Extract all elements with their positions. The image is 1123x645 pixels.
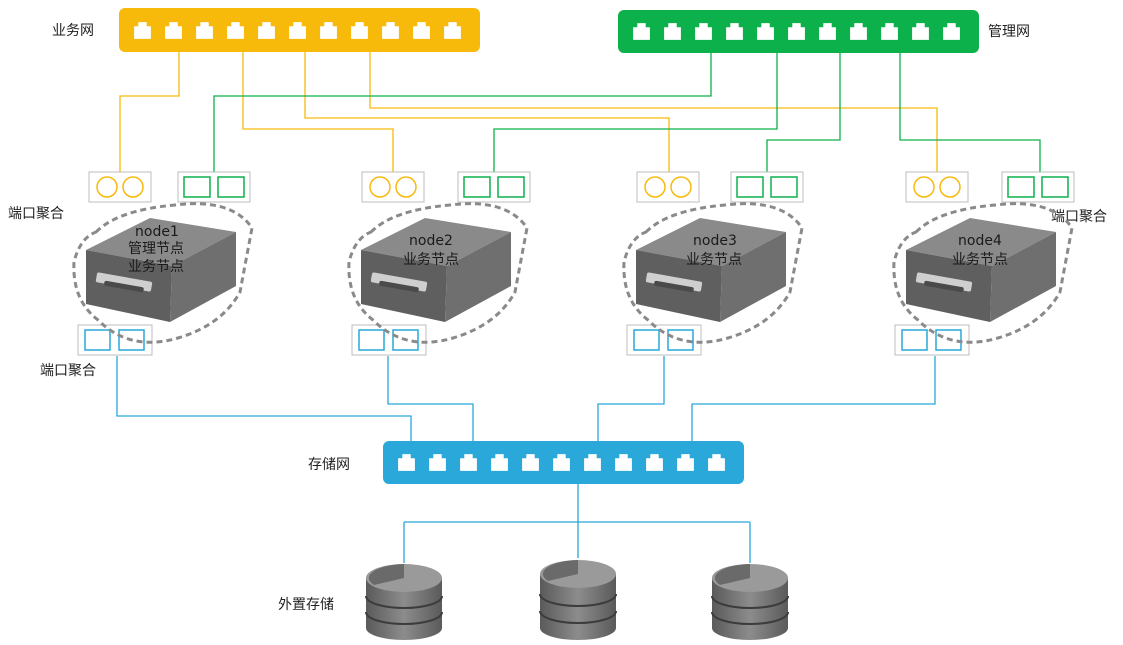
node2-storage-ports [351, 324, 427, 356]
storage-link-node3 [597, 356, 665, 442]
management-link-node2 [493, 52, 778, 172]
node1-role-2: 业务节点 [128, 259, 184, 275]
node2-management-ports [457, 171, 531, 203]
node4-management-ports [1001, 171, 1075, 203]
node1-role-1: 管理节点 [128, 241, 184, 257]
node2-name: node2 [409, 233, 453, 249]
node3-role-1: 业务节点 [686, 252, 742, 268]
storage-switch [383, 441, 744, 484]
management-network-label: 管理网 [988, 24, 1030, 40]
node1-dashed-outline [72, 202, 254, 344]
node1-storage-ports [77, 324, 153, 356]
storage-disk-3 [711, 564, 789, 640]
external-storage-disks [365, 560, 789, 640]
storage-link-node1 [116, 356, 412, 442]
node3-dashed-outline [622, 202, 804, 344]
node1-server-top [86, 218, 236, 266]
business-link-node2 [242, 52, 394, 172]
node3-server [622, 202, 804, 344]
node1-business-ports [88, 171, 152, 203]
storage-links [116, 356, 936, 563]
management-switch [618, 10, 979, 53]
node3-storage-ports [626, 324, 702, 356]
node3-management-ports [730, 171, 804, 203]
port-aggregation-label-right-top: 端口聚合 [1051, 209, 1107, 225]
node1-server [72, 202, 254, 344]
node1-management-ports [177, 171, 251, 203]
node4-business-ports [905, 171, 969, 203]
node1-server-side [170, 232, 236, 322]
node2-role-1: 业务节点 [403, 252, 459, 268]
external-storage-label: 外置存储 [278, 597, 334, 613]
node4-dashed-outline [892, 202, 1074, 344]
business-link-node4 [369, 52, 938, 172]
port-aggregation-label-left-bottom: 端口聚合 [40, 363, 96, 379]
management-link-node3 [766, 52, 841, 172]
storage-network-label: 存储网 [308, 457, 350, 473]
port-aggregation-label-left-top: 端口聚合 [8, 206, 64, 222]
business-network-label: 业务网 [52, 23, 94, 39]
storage-link-node4 [691, 356, 936, 442]
business-switch [119, 8, 480, 52]
management-link-node4 [899, 52, 1041, 172]
node2-business-ports [361, 171, 425, 203]
node3-name: node3 [693, 233, 737, 249]
management-link-node1 [213, 52, 712, 172]
business-link-node1 [119, 52, 180, 172]
storage-disk-1 [365, 564, 443, 640]
node4-name: node4 [958, 233, 1002, 249]
management-links [213, 52, 1041, 172]
node3-business-ports [636, 171, 700, 203]
node2-server [347, 202, 529, 344]
node4-server [892, 202, 1074, 344]
storage-link-node2 [387, 356, 474, 442]
business-links [119, 52, 938, 172]
storage-disk-2 [539, 560, 617, 640]
node1-name: node1 [135, 224, 179, 240]
business-link-node3 [304, 52, 670, 172]
node4-role-1: 业务节点 [952, 252, 1008, 268]
node2-dashed-outline [347, 202, 529, 344]
